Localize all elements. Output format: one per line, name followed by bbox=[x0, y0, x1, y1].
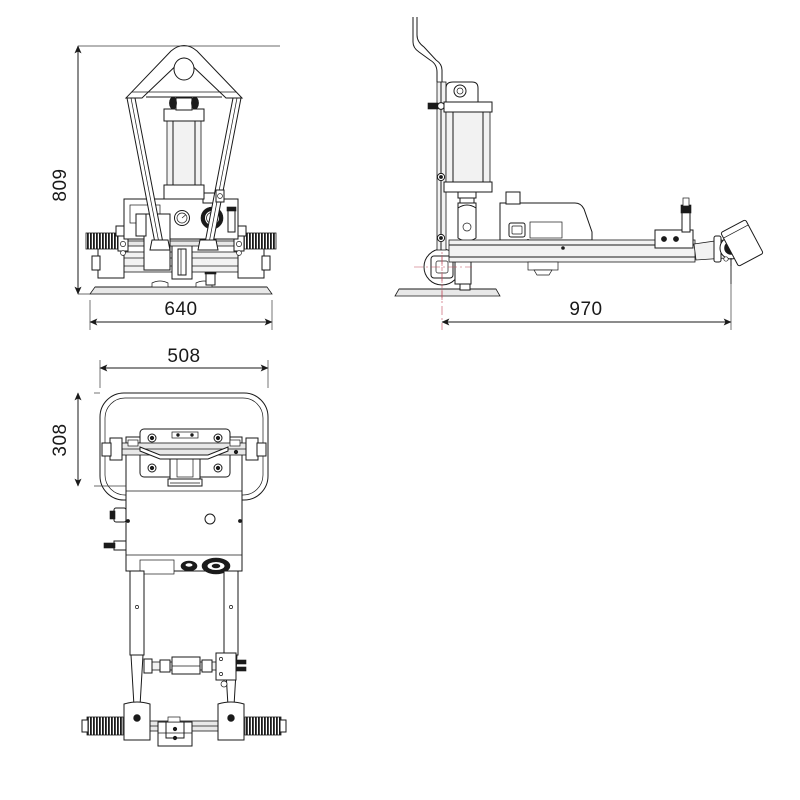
side-control-cluster bbox=[654, 197, 694, 249]
side-main-arm bbox=[448, 239, 696, 276]
plan-view-geometry bbox=[81, 392, 287, 747]
front-lifting-frame bbox=[124, 45, 244, 251]
side-cylinder bbox=[443, 81, 493, 242]
plan-legs bbox=[129, 570, 239, 707]
dim-label-508: 508 bbox=[167, 346, 200, 367]
dim-label-308: 308 bbox=[50, 423, 71, 456]
side-view-geometry bbox=[394, 17, 764, 300]
dim-label-809: 809 bbox=[50, 168, 71, 201]
side-mast bbox=[412, 17, 447, 251]
front-view-dimensions: 809 640 bbox=[50, 45, 280, 330]
front-view-geometry bbox=[85, 45, 277, 295]
plan-cross-linkage bbox=[143, 652, 247, 688]
front-cylinder bbox=[146, 96, 222, 200]
side-end-assembly bbox=[693, 219, 764, 284]
dim-label-640: 640 bbox=[164, 299, 197, 320]
plan-axle-grips bbox=[81, 701, 287, 747]
side-engine-housing bbox=[499, 191, 593, 243]
plan-handlebar bbox=[101, 437, 267, 461]
plan-view-dimensions: 508 308 bbox=[50, 346, 269, 487]
side-view-dimensions: 970 bbox=[441, 255, 732, 330]
dim-label-970: 970 bbox=[569, 299, 602, 320]
front-handlebar bbox=[85, 225, 277, 256]
